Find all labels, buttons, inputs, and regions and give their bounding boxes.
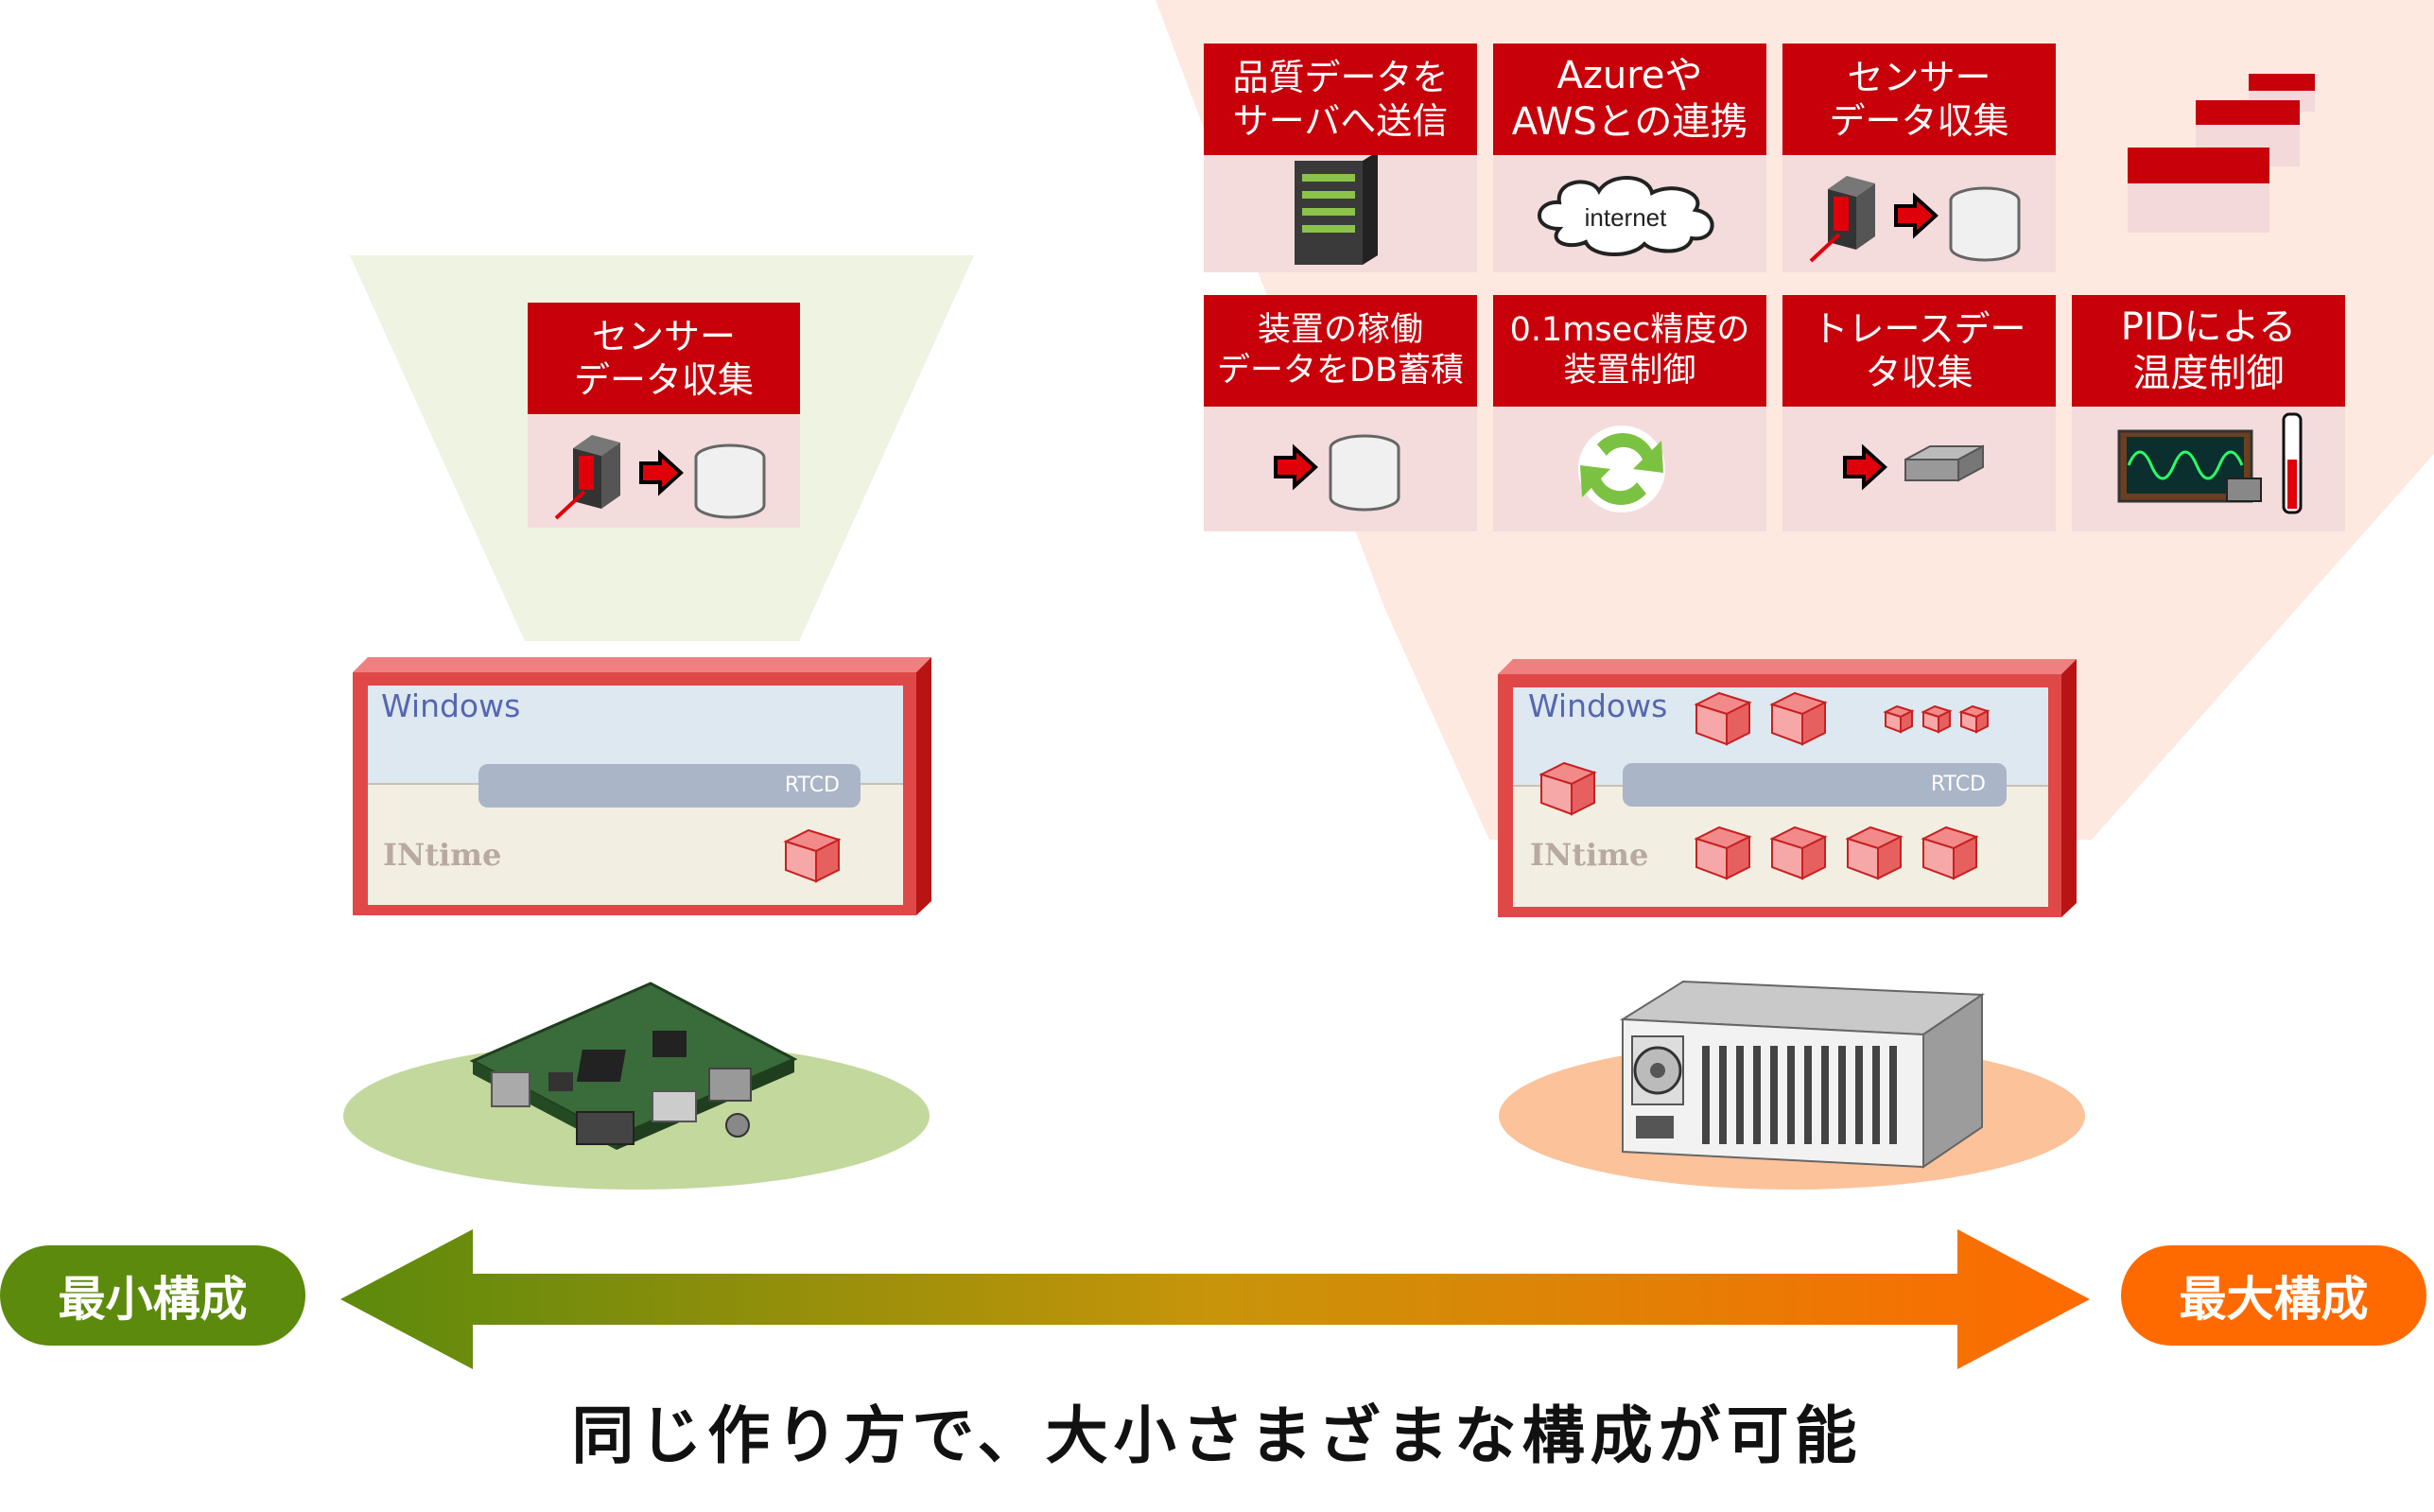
- windows-label: Windows: [381, 687, 521, 724]
- cloud-icon: internet: [1493, 155, 1766, 272]
- card-title: センサー データ収集: [528, 303, 800, 414]
- oscilloscope-icon: [2072, 407, 2345, 531]
- card-title: 品質データを サーバへ送信: [1204, 43, 1477, 155]
- intime-logo: INtime: [1530, 837, 1649, 873]
- sensor-to-db-icon: [1782, 155, 2056, 272]
- card-cloud-integration: Azureや AWSとの連携 internet: [1493, 43, 1766, 272]
- windows-label: Windows: [1528, 687, 1668, 724]
- card-operation-data-db: 装置の稼働 データをDB蓄積: [1204, 295, 1477, 531]
- server-icon: [1204, 155, 1477, 272]
- card-trace-data-collection: トレースデー タ収集: [1782, 295, 2056, 531]
- large-system-board: Windows RTCD INtime: [1498, 659, 2077, 917]
- scale-arrow: [340, 1229, 2090, 1369]
- arrow-to-block-icon: [1782, 407, 2056, 531]
- card-title: Azureや AWSとの連携: [1493, 43, 1766, 155]
- small-sensor-card: センサー データ収集: [528, 303, 800, 528]
- arrow-to-db-icon: [1204, 407, 1477, 531]
- tagline: 同じ作り方で、大小さまざまな構成が可能: [571, 1399, 1863, 1472]
- rtcd-bar: RTCD: [478, 764, 861, 808]
- task-box-icons: [1540, 692, 1989, 879]
- cycle-icon: [1493, 407, 1766, 531]
- task-box-icon: [783, 828, 842, 883]
- sensor-to-db-icon: [528, 414, 800, 528]
- card-title: トレースデー タ収集: [1782, 295, 2056, 407]
- intime-logo: INtime: [383, 837, 502, 873]
- card-precision-control: 0.1msec精度の 装置制御: [1493, 295, 1766, 531]
- industrial-pc-icon: [1619, 980, 1986, 1169]
- card-quality-data-to-server: 品質データを サーバへ送信: [1204, 43, 1477, 272]
- card-title: センサー データ収集: [1782, 43, 2056, 155]
- card-pid-temperature-control: PIDによる 温度制御: [2072, 295, 2345, 531]
- card-sensor-data-collection: センサー データ収集: [1782, 43, 2056, 272]
- rtcd-bar: RTCD: [1623, 763, 2007, 807]
- card-title: 装置の稼働 データをDB蓄積: [1204, 295, 1477, 407]
- cloud-icon-text: internet: [1585, 203, 1667, 232]
- min-config-label: 最小構成: [0, 1245, 305, 1346]
- max-config-label: 最大構成: [2121, 1245, 2426, 1346]
- small-system-board: Windows RTCD INtime: [353, 657, 931, 915]
- embedded-board-icon: [469, 982, 798, 1150]
- stacked-sheets-icon: [2128, 74, 2315, 233]
- card-title: PIDによる 温度制御: [2072, 295, 2345, 407]
- card-title: 0.1msec精度の 装置制御: [1493, 295, 1766, 407]
